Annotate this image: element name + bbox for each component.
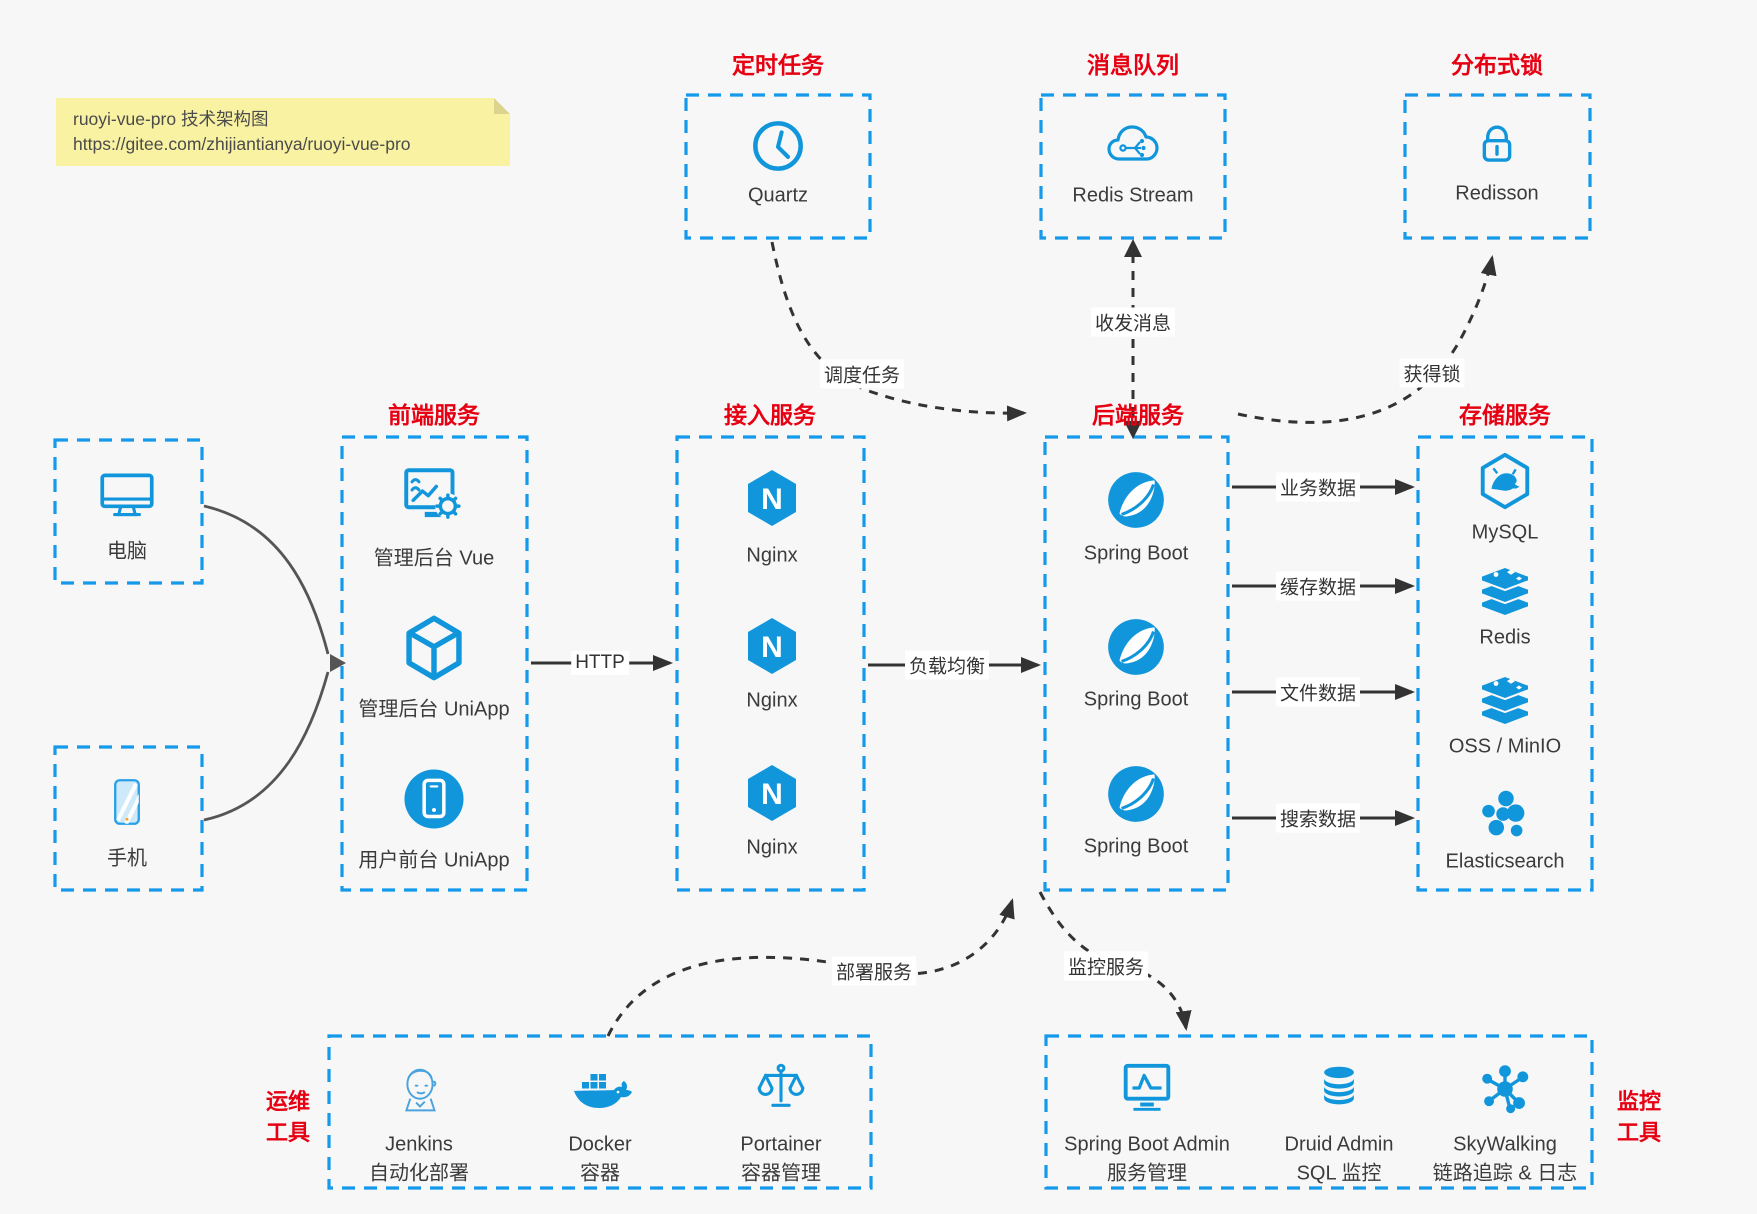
redis-stack-icon — [1473, 559, 1537, 623]
edge-label-monitor-service: 监控服务 — [1063, 951, 1149, 981]
edge-label-acquire-lock: 获得锁 — [1399, 358, 1465, 388]
phone-icon — [98, 773, 156, 831]
title-monitoring-tools: 监控工具 — [1616, 1089, 1661, 1145]
label-portainer: Portainer — [740, 1133, 822, 1156]
edge-label-deploy-service: 部署服务 — [831, 956, 917, 986]
title-backend: 后端服务 — [1092, 402, 1184, 428]
label-nginx-2: Nginx — [746, 689, 798, 712]
edge-label-cache-data: 缓存数据 — [1275, 571, 1361, 601]
label-docker: Docker — [568, 1133, 632, 1156]
spring-boot-icon-1 — [1103, 467, 1169, 533]
label-elasticsearch: Elasticsearch — [1445, 850, 1565, 873]
edge-acquire-lock-curve — [1237, 255, 1497, 424]
portainer-scales-icon — [752, 1060, 810, 1118]
note-title: ruoyi-vue-pro 技术架构图 — [73, 109, 269, 129]
title-lock: 分布式锁 — [1451, 52, 1543, 78]
edge-message-arrowhead-up — [1124, 239, 1142, 257]
mysql-icon — [1474, 450, 1536, 512]
skywalking-icon — [1475, 1059, 1535, 1119]
svg-text:N: N — [761, 778, 783, 811]
label-spring-boot-1: Spring Boot — [1083, 542, 1189, 565]
label-spring-boot-3: Spring Boot — [1083, 835, 1189, 858]
title-gateway: 接入服务 — [724, 402, 816, 428]
edge-deploy-service-curve — [606, 898, 1015, 1037]
title-frontend: 前端服务 — [388, 402, 480, 428]
label-computer: 电脑 — [107, 540, 147, 563]
label-druid-admin: Druid Admin — [1284, 1133, 1394, 1156]
label-admin-uniapp: 管理后台 UniApp — [358, 698, 510, 721]
edge-label-http: HTTP — [571, 651, 629, 675]
label-druid-desc: SQL 监控 — [1296, 1162, 1382, 1185]
label-nginx-1: Nginx — [746, 544, 798, 567]
label-spring-boot-2: Spring Boot — [1083, 688, 1189, 711]
nginx-icon-1: N — [740, 466, 804, 530]
elasticsearch-icon — [1474, 784, 1536, 846]
spring-boot-icon-3 — [1103, 761, 1169, 827]
label-admin-vue: 管理后台 Vue — [373, 547, 495, 570]
spring-boot-icon-2 — [1103, 614, 1169, 680]
label-phone: 手机 — [107, 847, 147, 870]
cloud-mq-icon — [1101, 114, 1165, 178]
label-redis: Redis — [1479, 626, 1531, 649]
phone-to-frontend-curve — [203, 671, 330, 822]
nginx-icon-2: N — [740, 614, 804, 678]
label-redisson: Redisson — [1455, 182, 1539, 205]
docker-icon — [568, 1059, 632, 1123]
lock-icon — [1470, 117, 1524, 171]
computer-icon — [94, 463, 160, 529]
devices-merge-arrowhead — [330, 654, 346, 672]
druid-database-icon — [1311, 1061, 1367, 1117]
title-ops-tools: 运维工具 — [265, 1089, 310, 1145]
svg-text:N: N — [761, 483, 783, 516]
label-sba-desc: 服务管理 — [1107, 1162, 1187, 1185]
jenkins-icon — [388, 1059, 450, 1121]
edge-label-business-data: 业务数据 — [1275, 472, 1361, 502]
edge-label-file-data: 文件数据 — [1275, 677, 1361, 707]
edge-label-load-balance: 负载均衡 — [904, 650, 990, 680]
title-storage: 存储服务 — [1459, 402, 1551, 428]
label-skywalking: SkyWalking — [1453, 1133, 1557, 1156]
user-uniapp-icon — [399, 764, 469, 834]
edge-label-search-data: 搜索数据 — [1275, 803, 1361, 833]
label-skywalking-desc: 链路追踪 & 日志 — [1432, 1162, 1578, 1185]
edge-label-schedule-task: 调度任务 — [819, 359, 905, 389]
edge-label-send-receive-message: 收发消息 — [1090, 307, 1176, 337]
svg-text:N: N — [761, 631, 783, 664]
label-oss-minio: OSS / MinIO — [1448, 735, 1562, 758]
label-portainer-desc: 容器管理 — [741, 1162, 821, 1185]
sba-monitor-icon — [1116, 1058, 1178, 1120]
label-jenkins: Jenkins — [385, 1133, 453, 1156]
label-spring-boot-admin: Spring Boot Admin — [1064, 1133, 1230, 1156]
nginx-icon-3: N — [740, 761, 804, 825]
oss-minio-stack-icon — [1473, 668, 1537, 732]
label-jenkins-desc: 自动化部署 — [369, 1162, 469, 1185]
uniapp-cube-icon — [396, 610, 472, 686]
label-quartz: Quartz — [747, 184, 809, 207]
vue-admin-icon — [397, 461, 471, 535]
label-mysql: MySQL — [1471, 521, 1539, 544]
label-user-uniapp: 用户前台 UniApp — [358, 849, 510, 872]
label-redis-stream: Redis Stream — [1072, 184, 1194, 207]
title-scheduler: 定时任务 — [732, 52, 824, 78]
sticky-note: ruoyi-vue-pro 技术架构图 https://gitee.com/zh… — [56, 98, 510, 166]
computer-to-frontend-curve — [203, 504, 330, 655]
label-nginx-3: Nginx — [746, 836, 798, 859]
title-mq: 消息队列 — [1087, 52, 1179, 78]
note-url: https://gitee.com/zhijiantianya/ruoyi-vu… — [73, 134, 411, 154]
label-docker-desc: 容器 — [580, 1162, 620, 1185]
clock-icon — [749, 117, 807, 175]
